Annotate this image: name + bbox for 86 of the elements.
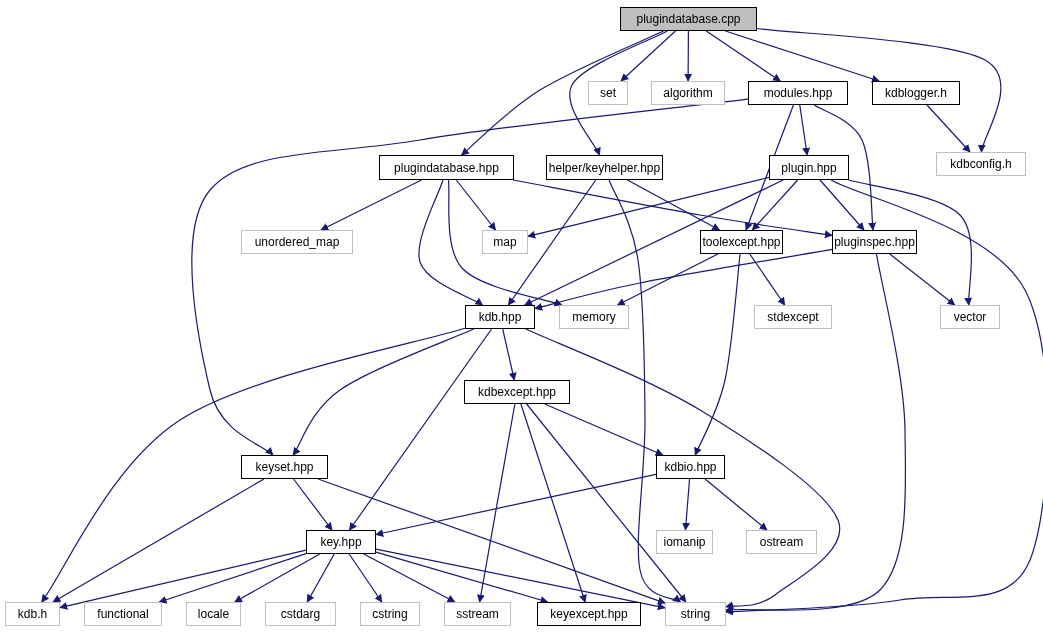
include-arrow — [320, 179, 423, 231]
include-arrow — [749, 253, 786, 306]
include-arrow — [317, 478, 666, 605]
include-arrow — [375, 548, 666, 611]
include-arrow — [520, 403, 587, 603]
include-arrow — [526, 403, 687, 603]
include-arrow — [848, 179, 973, 306]
header-file-box: modules.hpp — [748, 81, 848, 105]
system-header-box: vector — [940, 305, 1000, 329]
include-arrow — [705, 30, 781, 82]
include-arrow — [191, 98, 749, 456]
include-arrow — [292, 328, 475, 456]
include-arrow — [620, 30, 677, 82]
include-arrow — [447, 179, 563, 307]
include-arrow — [704, 478, 768, 531]
include-arrow — [682, 478, 691, 531]
include-arrow — [544, 403, 664, 456]
include-arrow — [524, 179, 784, 306]
include-arrow — [375, 551, 549, 604]
include-arrow — [725, 179, 1043, 616]
system-header-box: cstdarg — [265, 602, 336, 626]
include-arrow — [158, 552, 307, 604]
include-arrow — [756, 27, 1002, 153]
include-arrow — [234, 553, 321, 603]
include-arrow — [476, 403, 516, 603]
header-file-box: kdblogger.h — [872, 81, 960, 105]
include-arrow — [363, 553, 456, 603]
include-arrow — [889, 253, 956, 306]
include-arrow — [348, 553, 383, 603]
system-header-box: memory — [559, 305, 629, 329]
system-header-box: ostream — [746, 530, 817, 554]
header-file-box: kdbio.hpp — [656, 455, 725, 479]
include-arrow — [59, 549, 307, 610]
include-arrow — [306, 553, 335, 603]
system-header-box: string — [665, 602, 726, 626]
header-file-box: pluginspec.hpp — [832, 230, 917, 254]
include-arrow — [694, 253, 741, 456]
system-header-box: locale — [186, 602, 241, 626]
include-arrow — [292, 478, 333, 531]
include-arrow — [460, 30, 664, 156]
header-file-box: key.hpp — [306, 530, 376, 554]
include-arrow — [525, 328, 841, 610]
include-arrow — [534, 248, 833, 311]
include-arrow — [418, 179, 484, 306]
include-arrow — [52, 478, 265, 603]
include-arrow — [819, 179, 865, 231]
header-file-box: helper/keyhelper.hpp — [546, 155, 663, 180]
include-arrow — [569, 30, 668, 156]
system-header-box: kdb.h — [5, 602, 60, 626]
include-arrow — [684, 30, 693, 82]
header-file-box: plugindatabase.hpp — [379, 155, 514, 180]
include-arrow — [744, 104, 795, 231]
header-file-box: toolexcept.hpp — [700, 230, 783, 254]
system-header-box: set — [588, 81, 628, 105]
header-file-box: kdb.hpp — [465, 305, 535, 329]
system-header-box: stdexcept — [754, 305, 832, 329]
system-header-box: algorithm — [651, 81, 725, 105]
include-arrow — [724, 30, 880, 83]
include-arrow — [507, 179, 597, 306]
system-header-box: unordered_map — [241, 230, 353, 254]
header-file-box: plugin.hpp — [769, 155, 849, 180]
include-arrow — [725, 253, 907, 614]
include-arrow — [608, 179, 682, 603]
source-file-box: plugindatabase.cpp — [620, 7, 757, 31]
header-file-box: keyset.hpp — [241, 455, 328, 479]
include-arrow — [455, 179, 497, 231]
include-arrow — [527, 176, 770, 239]
system-header-box: functional — [84, 602, 162, 626]
system-header-box: map — [482, 230, 528, 254]
include-arrow — [799, 104, 811, 156]
include-arrow — [41, 327, 466, 603]
include-arrow — [626, 179, 721, 231]
system-header-box: cstring — [360, 602, 420, 626]
system-header-box: iomanip — [656, 530, 713, 554]
include-arrow — [813, 104, 877, 231]
include-arrow — [348, 328, 493, 531]
system-header-box: kdbconfig.h — [936, 152, 1026, 176]
include-arrow — [926, 104, 971, 153]
include-arrow — [751, 179, 799, 231]
header-file-box: kdbexcept.hpp — [464, 380, 570, 404]
include-arrow — [375, 473, 657, 537]
header-file-box: keyexcept.hpp — [537, 602, 641, 626]
include-arrow — [616, 253, 719, 306]
include-arrow — [502, 328, 517, 381]
include-arrow — [512, 179, 833, 239]
system-header-box: sstream — [444, 602, 511, 626]
